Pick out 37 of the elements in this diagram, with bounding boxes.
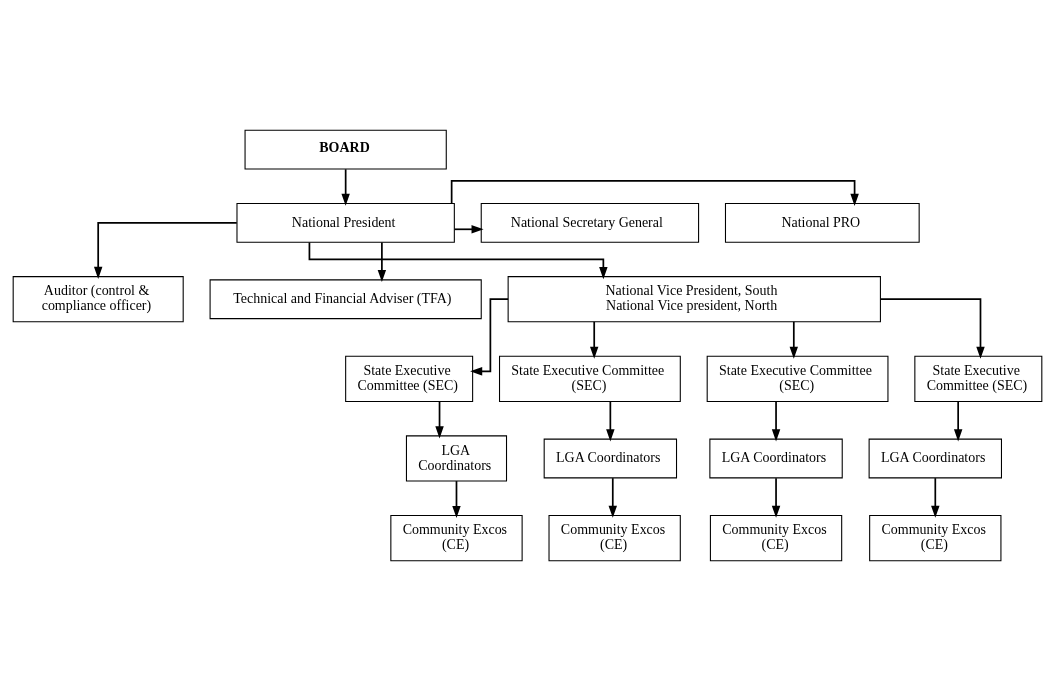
arrow [789, 320, 799, 359]
arrow [771, 476, 781, 518]
node-box: Community Excos (CE) [869, 514, 1002, 561]
arrow [606, 400, 615, 441]
node-box: Community Excos (CE) [548, 514, 681, 561]
node-box: State Executive Committee (SEC) [498, 355, 681, 402]
node-box: Community Excos (CE) [390, 514, 523, 561]
node-box: BOARD [244, 129, 447, 170]
arrow [771, 400, 781, 441]
node-box: National Secretary General [480, 202, 700, 243]
arrow [93, 221, 238, 279]
node-box: Technical and Financial Adviser (TFA) [209, 278, 482, 319]
node-box: LGA Coordinators [405, 434, 508, 482]
arrow [470, 297, 509, 376]
node-box: State Executive Committee (SEC) [345, 355, 474, 402]
node-box: National PRO [724, 202, 920, 243]
arrow [590, 320, 599, 359]
node-box: State Executive Committee (SEC) [914, 355, 1043, 402]
arrow [377, 241, 387, 282]
arrow [341, 167, 350, 206]
arrow [931, 476, 940, 518]
arrow [879, 297, 985, 359]
arrow [452, 479, 461, 518]
arrow [435, 400, 444, 438]
arrow [308, 241, 608, 279]
node-box: Auditor (control & compliance officer) [12, 275, 184, 322]
arrow [453, 224, 484, 234]
node-box: LGA Coordinators [709, 438, 843, 478]
node-box: LGA Coordinators [868, 438, 1002, 478]
node-box: Community Excos (CE) [709, 514, 843, 561]
arrow [450, 179, 859, 206]
arrow [953, 400, 963, 441]
node-box: State Executive Committee (SEC) [706, 355, 889, 402]
node-box: National Vice President, South National Vice president, North [507, 275, 881, 322]
arrow [608, 476, 617, 518]
node-box: LGA Coordinators [543, 438, 678, 478]
node-box: National President [236, 202, 455, 243]
